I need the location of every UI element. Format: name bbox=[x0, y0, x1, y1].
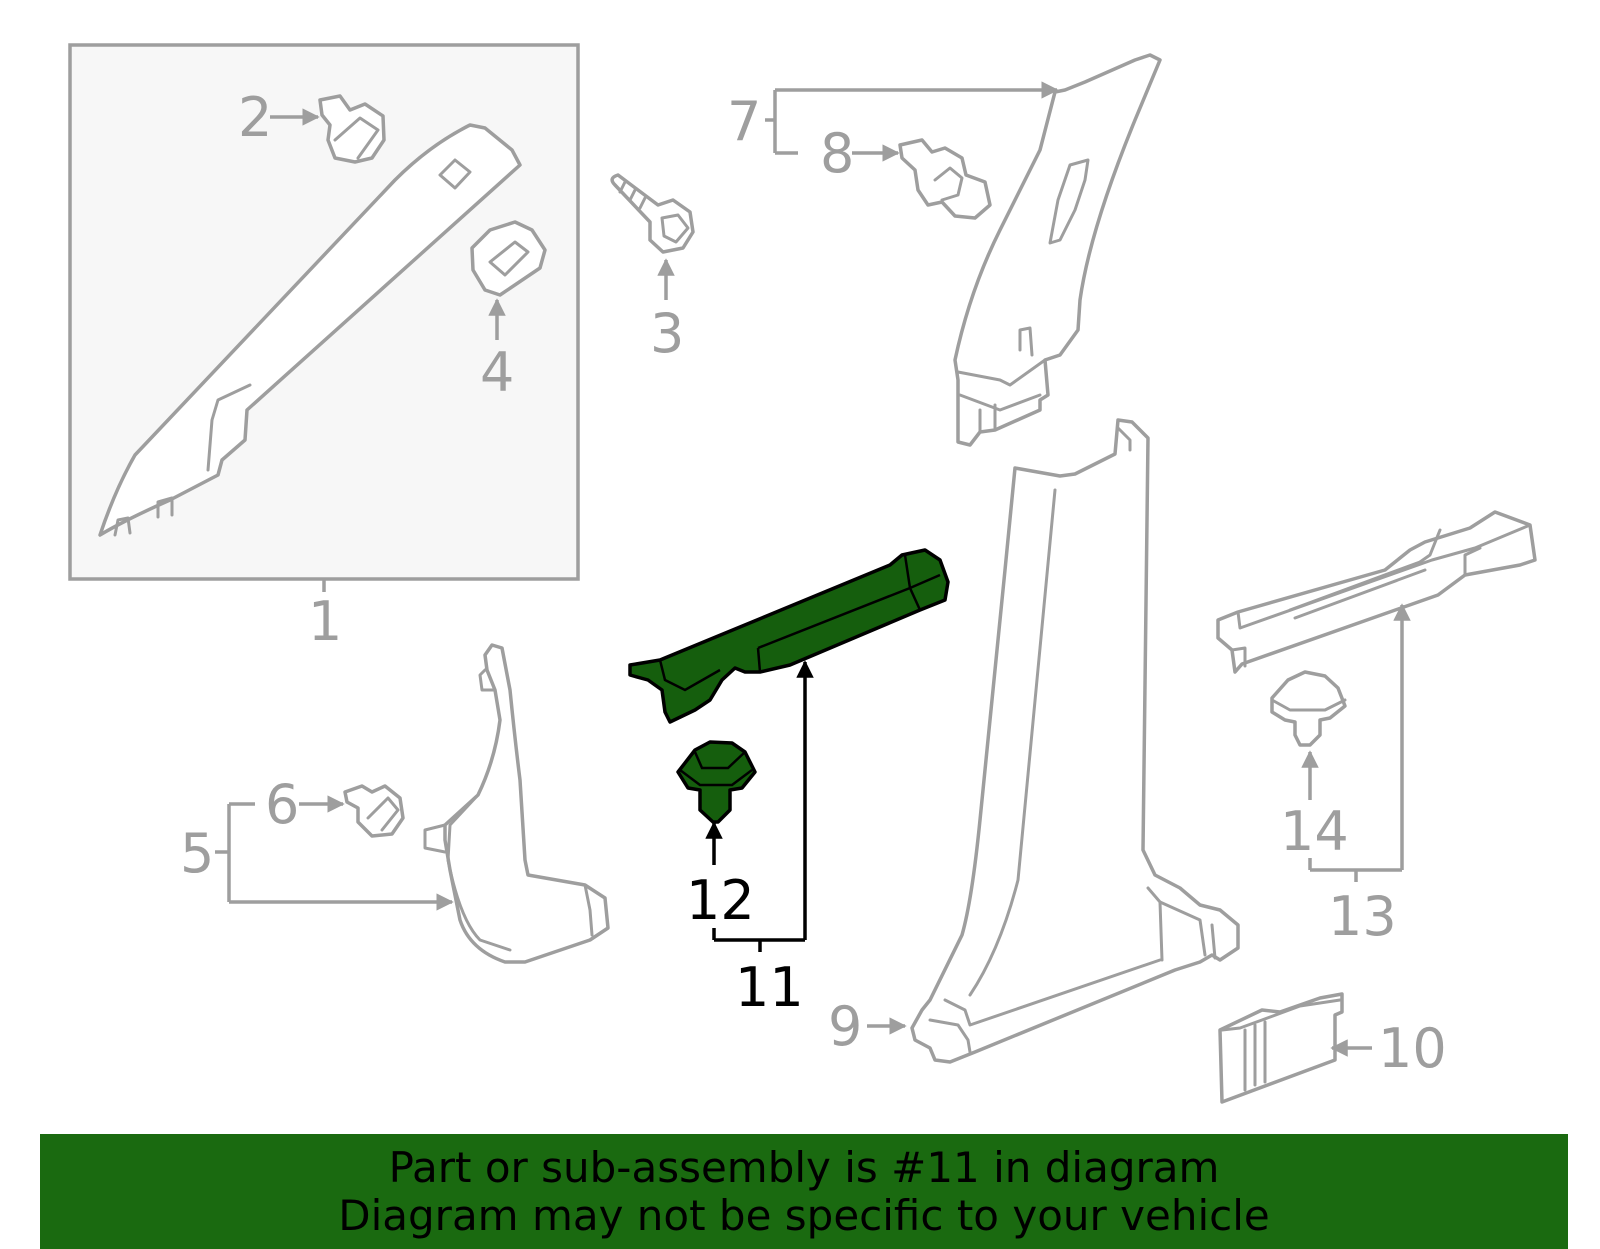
a-pillar-trim bbox=[98, 123, 522, 537]
callout-14: 14 bbox=[1280, 800, 1349, 863]
part-10-bracket-group: 10 bbox=[1218, 992, 1447, 1104]
callout-9: 9 bbox=[828, 995, 862, 1058]
part-8-clip-group: 8 bbox=[820, 122, 992, 220]
callout-13: 13 bbox=[1328, 885, 1397, 948]
part-9-lower-pillar-trim-group: 9 bbox=[828, 418, 1240, 1064]
bracket-icon bbox=[1218, 992, 1344, 1104]
disclaimer-banner: Part or sub-assembly is #11 in diagram D… bbox=[40, 1134, 1568, 1249]
callout-4: 4 bbox=[480, 341, 514, 404]
part-13-scuff-plate-group: 13 bbox=[1216, 510, 1537, 948]
callout-7: 7 bbox=[727, 90, 761, 153]
part-11-highlighted-trim-group: 11 bbox=[628, 548, 950, 1019]
callout-10: 10 bbox=[1378, 1017, 1447, 1080]
part-6-clip-group: 6 bbox=[265, 773, 405, 838]
callout-2: 2 bbox=[238, 86, 272, 149]
banner-line-2: Diagram may not be specific to your vehi… bbox=[338, 1191, 1270, 1240]
part-12-highlighted-clip-group: 12 bbox=[676, 740, 757, 932]
scuff-plate bbox=[1216, 510, 1537, 674]
upper-pillar-trim bbox=[953, 53, 1162, 447]
callout-11: 11 bbox=[735, 956, 804, 1019]
callout-3: 3 bbox=[650, 302, 684, 365]
part-5-kick-panel-group: 5 bbox=[180, 643, 610, 964]
callout-6: 6 bbox=[265, 773, 299, 836]
clip-icon bbox=[470, 220, 547, 297]
callout-8: 8 bbox=[820, 122, 854, 185]
part-14-clip-group: 14 bbox=[1270, 670, 1349, 863]
callout-1: 1 bbox=[308, 590, 342, 653]
banner-line-1: Part or sub-assembly is #11 in diagram bbox=[388, 1143, 1220, 1192]
kick-panel bbox=[443, 643, 610, 964]
lower-pillar-trim bbox=[910, 418, 1240, 1064]
part-7-upper-pillar-trim-group: 7 bbox=[727, 53, 1162, 447]
clip-icon bbox=[898, 138, 992, 220]
part-4-clip-group: 4 bbox=[470, 220, 547, 404]
callout-12: 12 bbox=[686, 869, 755, 932]
part-3-bolt-group: 3 bbox=[610, 173, 695, 365]
part-2-clip-group: 2 bbox=[238, 86, 386, 164]
callout-5: 5 bbox=[180, 822, 214, 885]
